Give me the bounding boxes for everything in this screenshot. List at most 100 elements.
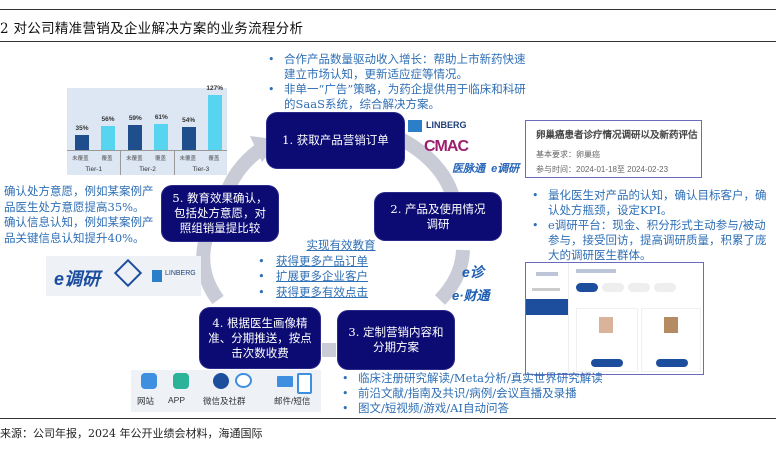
center-heading: 实现有效教育 <box>306 238 376 252</box>
source-note: 来源：公司年报，2024 年公开业绩会材料，海通国际 <box>0 427 263 440</box>
app-sidebar-item-active <box>526 299 568 315</box>
wechat-icon <box>213 373 229 389</box>
app-header <box>576 269 616 273</box>
channel-label: 邮件/短信 <box>274 396 311 406</box>
chart-tick-label: Tier-1 <box>85 166 103 173</box>
top-bullet: 合作产品数量驱动收入增长：帮助上市新药快速建立市场认知，更新适应症等情况。 <box>264 52 529 82</box>
title-rule <box>0 41 776 42</box>
yimaitong-logo: 医脉通 <box>452 163 485 175</box>
linberg-mark-icon <box>408 120 422 132</box>
doctor-avatar <box>599 317 613 333</box>
app-filter-chip <box>628 283 650 292</box>
channel-label: 网站 <box>137 396 155 406</box>
app-filter-chip-active <box>576 283 598 292</box>
chart-data-label: 54% <box>182 116 196 124</box>
chart-bar <box>128 124 143 150</box>
channel-label: 微信及社群 <box>203 396 246 406</box>
chart-data-label: 127% <box>206 85 223 93</box>
footer-rule <box>0 418 776 419</box>
chart-bar <box>101 125 115 150</box>
chart-series-sublabel: 未覆盖 <box>126 156 143 162</box>
channel-label: APP <box>168 395 186 405</box>
app-filter-chip <box>602 283 624 292</box>
chart-data-label: 56% <box>101 115 115 123</box>
cmac-logo: CMAC <box>424 138 469 155</box>
app-card-button <box>591 359 623 367</box>
linberg-text: LINBERG <box>426 120 467 130</box>
website-icon <box>141 373 157 389</box>
mail-icon <box>277 376 293 387</box>
center-goal-item: 获得更多产品订单 <box>252 254 412 270</box>
step-2-box: 2. 产品及使用情况调研 <box>375 193 501 240</box>
chart-bar <box>207 95 222 150</box>
step-2-label: 2. 产品及使用情况调研 <box>390 201 486 231</box>
ediaoyan-app-screenshot <box>525 262 704 375</box>
survey-card-period: 参与时间：2024-01-18至 2024-02-23 <box>536 165 669 174</box>
chart-data-label: 35% <box>75 124 89 132</box>
bottom-bullet: 前沿文献/指南及共识/病例/会议直播及录播 <box>338 386 648 401</box>
chart-series-sublabel: 覆盖 <box>208 156 220 162</box>
center-goal-item: 扩展更多企业客户 <box>252 269 412 285</box>
diamond-logo-icon <box>113 258 143 288</box>
ediaoyan-logo: e调研 <box>54 269 101 289</box>
chart-data-label: 59% <box>128 114 142 122</box>
center-goals: 实现有效教育 获得更多产品订单 扩展更多企业客户 获得更多有效点击 <box>252 238 412 300</box>
chart-series-sublabel: 覆盖 <box>155 156 167 162</box>
step-5-box: 5. 教育效果确认，包括处方意愿，对照组销量提比较 <box>162 186 278 241</box>
chart-category-group: Tier-3 未覆盖 覆盖 <box>173 150 227 175</box>
channel-icons-strip: 网站 APP 微信及社群 邮件/短信 <box>131 370 321 412</box>
chart-tick-label: Tier-2 <box>139 166 156 173</box>
survey-card-requirement: 基本要求：卵巢癌 <box>536 150 600 159</box>
chart-data-label: 61% <box>154 113 168 121</box>
chart-bar <box>75 134 89 150</box>
ezhen-logo: e诊 <box>462 264 484 280</box>
app-icon <box>173 373 189 389</box>
app-filter-chip <box>654 283 676 292</box>
chart-bar <box>181 126 196 150</box>
chart-series-sublabel: 未覆盖 <box>72 156 89 162</box>
chart-series-sublabel: 覆盖 <box>101 156 113 162</box>
chart-category-group: Tier-1 未覆盖 覆盖 <box>67 150 121 175</box>
right-bullet: e调研平台：现金、积分形式主动参与/被动参与，接受回访，提高调研质量，积累了庞大… <box>528 218 776 263</box>
figure-title: 2 对公司精准营销及企业解决方案的业务流程分析 <box>0 21 304 37</box>
phone-sms-icon <box>297 373 312 394</box>
app-sidebar <box>526 263 569 374</box>
ediaoyan-small-logo: e调研 <box>491 163 520 175</box>
step-4-box: 4. 根据医生画像精准、分期推送，按点击次数收费 <box>200 308 320 368</box>
linberg-logo-text: LINBERG <box>165 270 196 277</box>
connector-3-4 <box>322 343 336 357</box>
app-sidebar-logo <box>536 272 558 276</box>
arc-right <box>434 249 470 305</box>
chart-series-sublabel: 未覆盖 <box>179 156 196 162</box>
top-rule <box>0 9 776 10</box>
coverage-bar-chart: Tier-1 未覆盖 覆盖 35% 56% Tier-2 未覆盖 覆盖 59% 61% Tier-3… <box>67 85 227 175</box>
step-1-box: 1. 获取产品营销订单 <box>267 113 404 168</box>
app-doctor-card <box>641 308 701 372</box>
app-card-button <box>656 359 688 367</box>
step-3-box: 3. 定制营销内容和分期方案 <box>338 311 454 369</box>
chat-bubble-icon <box>235 373 252 388</box>
step-3-label: 3. 定制营销内容和分期方案 <box>348 325 444 354</box>
step-4-label: 4. 根据医生画像精准、分期推送，按点击次数收费 <box>208 315 312 360</box>
left-effect-text: 确认处方意愿，例如某案例产品医生处方意愿提高35%。 确认信息认知，例如某案例产… <box>4 184 162 246</box>
chart-bar <box>154 123 169 150</box>
app-doctor-card <box>576 308 638 372</box>
left-effect-line: 确认处方意愿，例如某案例产品医生处方意愿提高35%。 <box>4 184 154 214</box>
left-logo-strip: e调研 LINBERG <box>46 256 201 296</box>
top-bullet: 非单一“广告”策略，为药企提供用于临床和科研的SaaS系统，综合解决方案。 <box>264 82 529 112</box>
survey-card[interactable]: 卵巢癌患者诊疗情况调研以及新药评估 基本要求：卵巢癌 参与时间：2024-01-… <box>525 120 702 178</box>
doctor-avatar <box>664 317 678 333</box>
bottom-bullets: 临床注册研究解读/Meta分析/真实世界研究解读 前沿文献/指南及共识/病例/会… <box>338 371 648 416</box>
bottom-bullet: 图文/短视频/游戏/AI自动问答 <box>338 401 648 416</box>
top-bullets: 合作产品数量驱动收入增长：帮助上市新药快速建立市场认知，更新适应症等情况。 非单… <box>264 52 529 112</box>
step-1-label: 1. 获取产品营销订单 <box>282 133 389 147</box>
survey-card-title: 卵巢癌患者诊疗情况调研以及新药评估 <box>536 130 698 141</box>
center-goal-item: 获得更多有效点击 <box>252 285 412 301</box>
app-sidebar-item <box>532 288 560 291</box>
yimaitong-ediaoyan-logo: 医脉通 e调研 <box>452 160 519 176</box>
linberg-logo-icon <box>152 270 162 282</box>
left-effect-line: 确认信息认知，例如某案例产品关键信息认知提升40%。 <box>4 215 154 245</box>
chart-tick-label: Tier-3 <box>192 166 210 173</box>
chart-category-group: Tier-2 未覆盖 覆盖 <box>120 150 174 175</box>
right-bullets: 量化医生对产品的认知，确认目标客户，确认处方瓶颈，设定KPI。 e调研平台：现金… <box>528 188 776 263</box>
